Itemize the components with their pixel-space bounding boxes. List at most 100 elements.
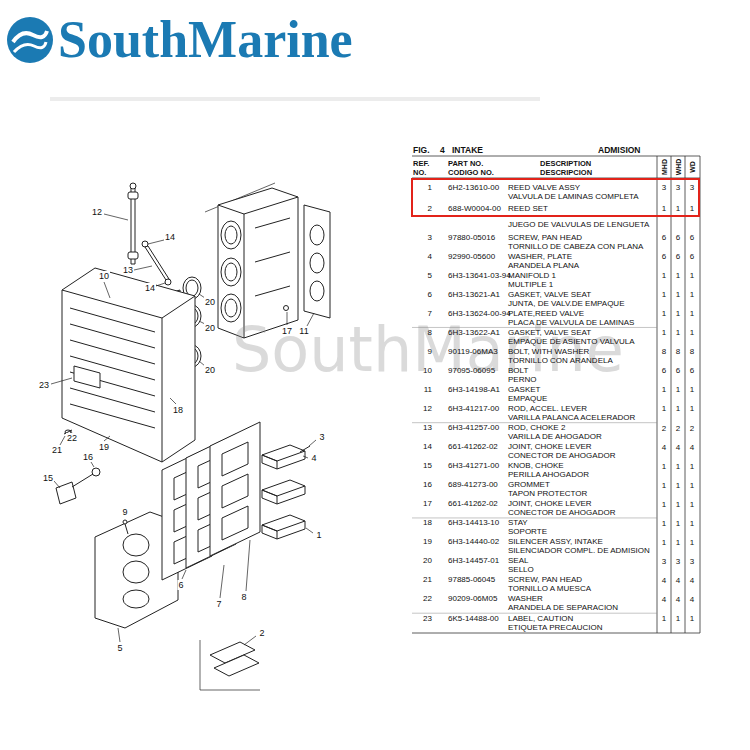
ref-number: 18 — [414, 518, 432, 527]
callout-number: 3 — [318, 432, 325, 442]
callout-number: 22 — [66, 433, 78, 443]
quantity: 1 — [676, 461, 680, 470]
exploded-parts — [225, 299, 237, 317]
quantity: 1 — [690, 309, 694, 318]
exploded-parts — [74, 366, 100, 388]
ref-number: 8 — [414, 328, 432, 337]
ref-number: 12 — [414, 404, 432, 413]
callout-number: 9 — [121, 507, 128, 517]
exploded-parts — [125, 524, 128, 534]
table-rules — [657, 156, 700, 633]
callout-number: 12 — [91, 207, 103, 217]
part-description: PERNO — [508, 375, 536, 384]
quantity: 1 — [662, 614, 666, 623]
quantity: 1 — [662, 461, 666, 470]
part-description: SELLO — [508, 565, 534, 574]
ref-number: 5 — [414, 271, 432, 280]
figure-heading: ADMISION — [598, 146, 641, 155]
callout-number: 20 — [204, 297, 216, 307]
quantity: 4 — [690, 594, 694, 603]
part-number: 97880-05016 — [448, 233, 495, 242]
quantity: 4 — [676, 594, 680, 603]
ref-number: 19 — [414, 537, 432, 546]
part-description: TORNILLO DE CABEZA CON PLANA — [508, 242, 643, 251]
exploded-parts — [128, 192, 138, 199]
brand-icon — [14, 42, 46, 52]
quantity: 1 — [662, 204, 666, 213]
table-rules — [412, 156, 700, 633]
callout-number: 2 — [258, 628, 265, 638]
quantity: 1 — [676, 385, 680, 394]
figure-heading: INTAKE — [452, 146, 483, 155]
quantity: 1 — [676, 290, 680, 299]
part-description: MANIFOLD 1 — [508, 271, 556, 280]
part-description: TAPON PROTECTOR — [508, 489, 587, 498]
ref-number: 15 — [414, 461, 432, 470]
exploded-parts — [62, 290, 195, 462]
quantity: 2 — [690, 423, 694, 432]
quantity: 6 — [676, 233, 680, 242]
part-description: GROMMET — [508, 480, 550, 489]
part-description: PLATE,REED VALVE — [508, 309, 584, 318]
ref-number: 9 — [414, 347, 432, 356]
quantity: 1 — [662, 480, 666, 489]
quantity: 6 — [676, 252, 680, 261]
exploded-parts — [72, 474, 93, 487]
exploded-parts — [123, 520, 127, 524]
callout-number: 14 — [144, 283, 156, 293]
quantity: 8 — [662, 347, 666, 356]
part-number: 6H3-13641-03-94 — [448, 271, 511, 280]
callout-number: 18 — [172, 405, 184, 415]
ref-number: 2 — [414, 204, 432, 213]
part-description: ROD, CHOKE 2 — [508, 423, 565, 432]
part-number: 90119-06MA3 — [448, 347, 498, 356]
exploded-parts — [225, 263, 237, 281]
column-header: REF. — [413, 159, 429, 168]
quantity: 1 — [690, 537, 694, 546]
exploded-parts — [284, 306, 289, 311]
column-header: CODIGO NO. — [448, 168, 494, 177]
ref-number: 4 — [414, 252, 432, 261]
callout-number: 23 — [38, 380, 50, 390]
part-description: JUEGO DE VALVULAS DE LENGUETA — [508, 220, 649, 229]
exploded-parts — [218, 197, 298, 338]
part-description: EMPAQUE — [508, 394, 547, 403]
quantity: 1 — [662, 385, 666, 394]
part-description: JOINT, CHOKE LEVER — [508, 499, 592, 508]
callout-number: 10 — [98, 271, 110, 281]
exploded-parts — [310, 225, 324, 245]
exploded-parts — [221, 258, 241, 286]
ref-number: 1 — [414, 183, 432, 192]
part-description: ROD, ACCEL. LEVER — [508, 404, 587, 413]
quantity: 1 — [676, 614, 680, 623]
quantity: 4 — [676, 575, 680, 584]
exploded-parts — [130, 183, 136, 189]
quantity: 1 — [662, 309, 666, 318]
quantity: 1 — [690, 499, 694, 508]
part-description: VARILLA DE AHOGADOR — [508, 432, 602, 441]
quantity: 4 — [662, 442, 666, 451]
ref-number: 7 — [414, 309, 432, 318]
part-description: TORNILLO A MUESCA — [508, 584, 591, 593]
part-description: EMPAQUE DE ASIENTO VALVULA — [508, 337, 635, 346]
part-description: GASKET, VALVE SEAT — [508, 290, 591, 299]
quantity: 1 — [676, 204, 680, 213]
column-header: MHD — [660, 159, 669, 175]
exploded-parts — [300, 446, 310, 452]
part-description: BOLT — [508, 366, 528, 375]
part-description: TORNILLO CON ARANDELA — [508, 356, 613, 365]
quantity: 1 — [690, 204, 694, 213]
quantity: 1 — [690, 518, 694, 527]
quantity: 8 — [676, 347, 680, 356]
quantity: 1 — [676, 271, 680, 280]
table-rules — [412, 156, 700, 633]
exploded-parts — [123, 590, 149, 608]
exploded-parts — [221, 221, 241, 249]
quantity: 1 — [662, 499, 666, 508]
callout-number: 19 — [98, 442, 110, 452]
quantity: 3 — [676, 183, 680, 192]
part-description: WASHER, PLATE — [508, 252, 572, 261]
quantity: 4 — [690, 575, 694, 584]
quantity: 2 — [662, 423, 666, 432]
quantity: 8 — [690, 347, 694, 356]
